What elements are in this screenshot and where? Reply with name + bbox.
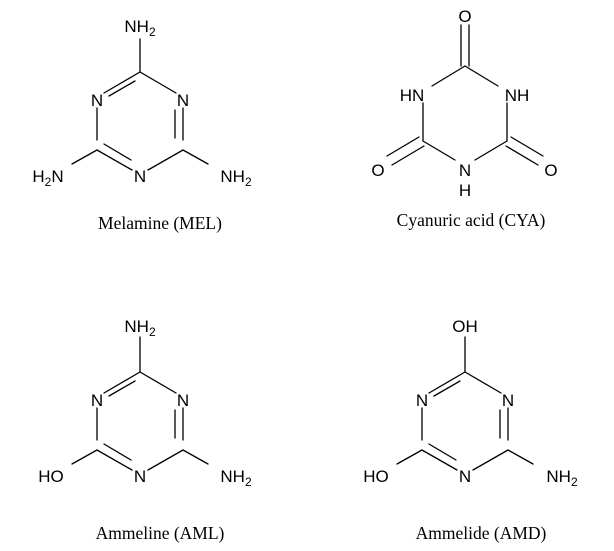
ammeline-bonds	[71, 336, 209, 471]
melamine-bonds	[71, 38, 209, 171]
ammelide-left-hydroxyl: HO	[363, 467, 389, 486]
ammeline-structure: NH2 N N N HO NH2 Ammeline (AML)	[38, 317, 252, 543]
melamine-ring-nitrogen-right: N	[177, 91, 189, 110]
ammelide-ring-nitrogen-left: N	[416, 391, 428, 410]
ammeline-ring-nitrogen-bottom: N	[134, 467, 146, 486]
ammeline-ring-nitrogen-left: N	[91, 391, 103, 410]
ammelide-right-amino: NH2	[546, 467, 578, 489]
ammelide-ring-nitrogen-bottom: N	[459, 467, 471, 486]
cyanuric-acid-caption: Cyanuric acid (CYA)	[397, 210, 546, 230]
ammeline-ring-nitrogen-right: N	[177, 391, 189, 410]
cyanuric-acid-nh-bottom-n: N	[459, 161, 471, 180]
cyanuric-acid-bonds	[386, 24, 544, 166]
ammeline-left-hydroxyl: HO	[38, 467, 64, 486]
cyanuric-acid-nh-right: NH	[505, 86, 530, 105]
ammeline-caption: Ammeline (AML)	[96, 523, 225, 543]
cyanuric-acid-top-oxygen: O	[458, 7, 471, 26]
cyanuric-acid-structure: O HN NH N H O O Cyanuric acid (CYA)	[371, 7, 557, 230]
cyanuric-acid-nh-left: HN	[400, 86, 425, 105]
ammeline-top-amino: NH2	[124, 317, 156, 339]
cyanuric-acid-right-oxygen: O	[544, 161, 557, 180]
ammelide-ring-nitrogen-right: N	[502, 391, 514, 410]
melamine-ring-nitrogen-bottom: N	[134, 167, 146, 186]
melamine-caption: Melamine (MEL)	[98, 213, 222, 233]
ammelide-bonds	[396, 336, 534, 471]
melamine-top-amino: NH2	[124, 17, 156, 39]
cyanuric-acid-nh-bottom-h: H	[459, 181, 471, 200]
melamine-right-amino: NH2	[220, 167, 252, 189]
melamine-left-amino: H2N	[32, 167, 63, 189]
melamine-ring-nitrogen-left: N	[91, 91, 103, 110]
ammeline-right-amino: NH2	[220, 467, 252, 489]
melamine-structure: NH2 N N N H2N NH2 Melamine (MEL)	[32, 17, 252, 233]
ammelide-top-hydroxyl: OH	[452, 317, 478, 336]
ammelide-caption: Ammelide (AMD)	[416, 523, 547, 543]
cyanuric-acid-left-oxygen: O	[371, 161, 384, 180]
ammelide-structure: OH N N N HO NH2 Ammelide (AMD)	[363, 317, 578, 543]
